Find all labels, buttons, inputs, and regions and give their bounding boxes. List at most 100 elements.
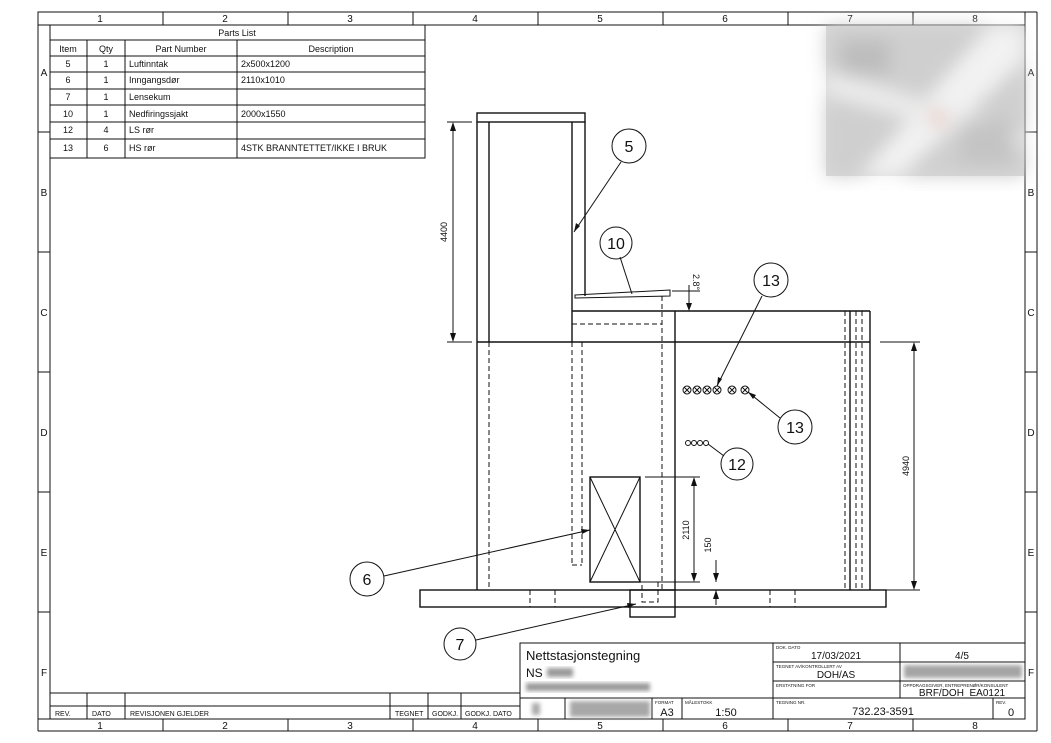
balloon-5: 5 (625, 139, 634, 156)
sheet-number: 4/5 (955, 651, 969, 662)
col-label-4-bottom: 4 (472, 721, 478, 732)
row-label-c-right: C (1027, 308, 1034, 319)
parts-list-table: Parts List Item Qty Part Number Descript… (49, 24, 426, 159)
part-number: Nedfiringssjakt (129, 109, 189, 119)
part-item: 12 (63, 125, 73, 135)
part-qty: 4 (103, 125, 108, 135)
table-row: 13 6 HS rør 4STK BRANNTETTET/IKKE I BRUK (63, 143, 387, 153)
part-item: 7 (65, 92, 70, 102)
tegnet-value: DOH/AS (817, 670, 856, 681)
part-qty: 6 (103, 143, 108, 153)
dok-dato-value: 17/03/2021 (811, 651, 861, 662)
parts-header-description: Description (308, 44, 353, 54)
col-label-2-bottom: 2 (222, 721, 228, 732)
part-number: LS rør (129, 125, 154, 135)
balloon-7: 7 (456, 637, 465, 654)
part-qty: 1 (103, 92, 108, 102)
zone-column-labels: 1 2 3 4 5 6 7 8 1 2 3 4 5 6 7 8 (97, 14, 978, 732)
rev-col-rev: REV. (55, 711, 71, 718)
part-item: 5 (65, 59, 70, 69)
col-label-5: 5 (597, 14, 603, 25)
callout-balloons: 5 10 13 13 12 6 7 (349, 128, 813, 661)
tegning-label: TEGNING NR. (776, 700, 806, 705)
part-number: HS rør (129, 143, 156, 153)
balloon-12: 12 (728, 457, 746, 474)
row-label-d-right: D (1027, 428, 1034, 439)
rev-col-tegnet: TEGNET (395, 711, 424, 718)
part-description: 2x500x1200 (241, 59, 290, 69)
pipe-penetrations-12 (685, 440, 709, 446)
rev-label: REV. (996, 700, 1006, 705)
dim-150: 150 (703, 537, 713, 552)
rev-col-godkj-dato: GODKJ. DATO (465, 711, 512, 718)
dim-4400: 4400 (439, 222, 449, 242)
rev-col-godkj: GODKJ. (432, 711, 458, 718)
title-block: Nettstasjonstegning NS DOK. DATO 17/03/2… (519, 642, 1026, 720)
revision-block: REV. DATO REVISJONEN GJELDER TEGNET GODK… (50, 692, 520, 719)
redacted-company (904, 665, 1022, 678)
scale-value: 1:50 (715, 707, 736, 719)
part-number: Lensekum (129, 92, 171, 102)
tegning-nr: 732.23-3591 (852, 706, 914, 718)
row-label-e: E (41, 548, 48, 559)
oppdrag-value: BRF/DOH_EA0121 (919, 688, 1006, 699)
parts-header-qty: Qty (99, 44, 114, 54)
col-label-7: 7 (847, 14, 853, 25)
malestokk-label: MÅLESTOKK (685, 699, 712, 705)
dim-angle: 2.8° (691, 274, 701, 291)
part-number: Luftinntak (129, 59, 169, 69)
zone-row-labels: A B C D E F A B C D E F (40, 68, 1034, 679)
drawing-title: Nettstasjonstegning (526, 648, 640, 663)
table-row: 5 1 Luftinntak 2x500x1200 (65, 59, 290, 69)
table-row: 10 1 Nedfiringssjakt 2000x1550 (63, 109, 286, 119)
table-row: 12 4 LS rør (63, 125, 154, 135)
rev-col-revisjonen: REVISJONEN GJELDER (130, 711, 209, 718)
col-label-7-bottom: 7 (847, 721, 853, 732)
col-label-4: 4 (472, 14, 478, 25)
rev-value: 0 (1008, 707, 1014, 719)
erstatning-label: ERSTATNING FOR (776, 683, 816, 688)
col-label-6: 6 (722, 14, 728, 25)
row-label-e-right: E (1028, 548, 1035, 559)
row-label-b: B (41, 188, 48, 199)
balloon-13-lower: 13 (786, 420, 804, 437)
location-map-image (826, 26, 1024, 176)
tegnet-label: TEGNET AV/KONTROLLERT AV (776, 664, 842, 669)
col-label-8: 8 (972, 14, 978, 25)
part-qty: 1 (103, 75, 108, 85)
col-label-8-bottom: 8 (972, 721, 978, 732)
redacted-station-id (547, 668, 573, 677)
redacted-address (526, 683, 650, 691)
row-label-b-right: B (1028, 188, 1035, 199)
table-row: 6 1 Inngangsdør 2110x1010 (65, 75, 284, 85)
col-label-6-bottom: 6 (722, 721, 728, 732)
dim-2110: 2110 (681, 520, 691, 539)
part-number: Inngangsdør (129, 75, 180, 85)
redacted-logo (532, 701, 650, 717)
dok-dato-label: DOK. DATO (776, 645, 801, 650)
part-description: 4STK BRANNTETTET/IKKE I BRUK (241, 143, 387, 153)
col-label-3-bottom: 3 (347, 721, 353, 732)
part-qty: 1 (103, 109, 108, 119)
part-item: 6 (65, 75, 70, 85)
col-label-1: 1 (97, 14, 103, 25)
balloon-13-upper: 13 (762, 273, 780, 290)
row-label-f-right: F (1028, 668, 1034, 679)
parts-header-part-number: Part Number (155, 44, 206, 54)
rev-col-dato: DATO (92, 711, 111, 718)
balloon-6: 6 (363, 572, 372, 589)
col-label-1-bottom: 1 (97, 721, 103, 732)
oppdrag-label: OPPDRAGSGIVER, ENTREPRENØR/KONSULENT (903, 683, 1009, 688)
row-label-d: D (40, 428, 47, 439)
row-label-f: F (41, 668, 47, 679)
part-item: 13 (63, 143, 73, 153)
col-label-5-bottom: 5 (597, 721, 603, 732)
ns-label: NS (526, 666, 543, 680)
part-description: 2000x1550 (241, 109, 286, 119)
balloon-10: 10 (607, 236, 625, 253)
part-qty: 1 (103, 59, 108, 69)
table-row: 7 1 Lensekum (65, 92, 170, 102)
format-value: A3 (660, 707, 673, 719)
dim-4940: 4940 (901, 456, 911, 476)
